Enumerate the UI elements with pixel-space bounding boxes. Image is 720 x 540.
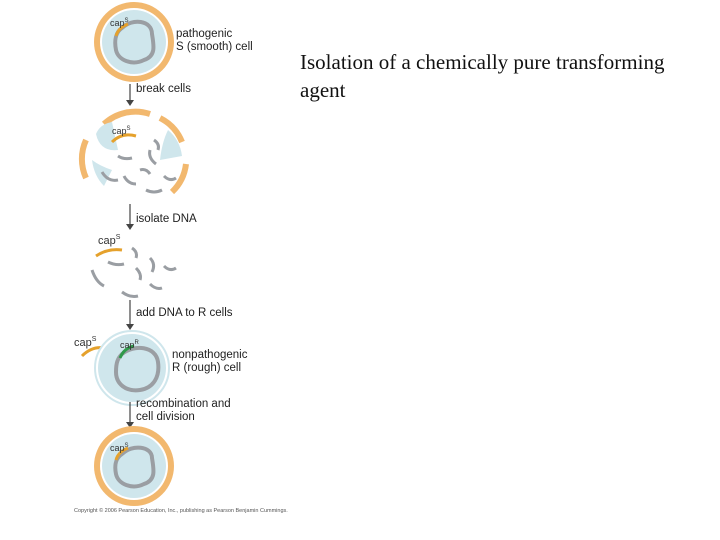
step2-label: break cells (136, 83, 191, 95)
gene-superscript: S (127, 126, 131, 132)
dna-fragment (150, 284, 162, 289)
copyright-notice: Copyright © 2006 Pearson Education, Inc.… (74, 507, 288, 514)
step4-cell-label-line2: R (rough) cell (172, 362, 241, 374)
dna-fragment (164, 176, 176, 180)
dna-fragment (108, 262, 124, 265)
gene-superscript: S (92, 336, 97, 343)
dna-fragment (118, 156, 132, 159)
svg-text:capS: capS (74, 336, 97, 349)
dna-fragment (140, 170, 150, 175)
dna-fragment (122, 292, 138, 297)
gene-superscript: S (116, 234, 121, 241)
griffith-transformation-diagram: capS pathogenic S (smooth) cell break ce… (0, 0, 320, 520)
dna-fragment (146, 190, 162, 192)
gene-label: cap (110, 443, 125, 453)
step3-label: isolate DNA (136, 213, 197, 225)
arrow-2 (126, 204, 134, 230)
slide-headline: Isolation of a chemically pure transform… (300, 48, 700, 104)
transformed-s-cell: capS (94, 426, 174, 506)
caps-dna-fragment (96, 250, 122, 256)
s-cell-intact: capS pathogenic S (smooth) cell (94, 2, 253, 82)
gene-superscript: S (125, 443, 129, 449)
dna-fragment (92, 270, 104, 286)
gene-label: cap (110, 18, 125, 28)
isolated-dna: capS (92, 234, 176, 297)
step4-label: add DNA to R cells (136, 307, 233, 319)
step1-label-line1: pathogenic (176, 28, 233, 40)
broken-s-cell: capS (82, 112, 186, 192)
arrow-1 (126, 84, 134, 106)
gene-superscript: S (125, 18, 129, 24)
gene-label: cap (112, 126, 127, 136)
svg-text:capS: capS (98, 234, 121, 247)
step1-label-line2: S (smooth) cell (176, 41, 253, 53)
dna-fragment (154, 140, 159, 150)
cell-wall-fragment (104, 112, 150, 124)
dna-fragment (150, 150, 156, 164)
gene-label: cap (98, 235, 116, 247)
cell-wall-fragment (82, 140, 86, 178)
dna-fragment (164, 266, 176, 270)
dna-fragment (124, 176, 136, 184)
dna-fragment (132, 248, 137, 258)
gene-label: cap (74, 337, 92, 349)
step5-label-line2: cell division (136, 411, 195, 423)
gene-label: cap (120, 340, 135, 350)
step5-label-line1: recombination and (136, 398, 231, 410)
dna-fragment (136, 268, 141, 280)
arrow-3 (126, 300, 134, 330)
step4-cell-label-line1: nonpathogenic (172, 349, 248, 361)
dna-fragment (150, 258, 154, 272)
r-cell-with-dna: capS capR nonpathogenic R (rough) cell (74, 331, 248, 405)
gene-r-superscript: R (135, 340, 140, 346)
